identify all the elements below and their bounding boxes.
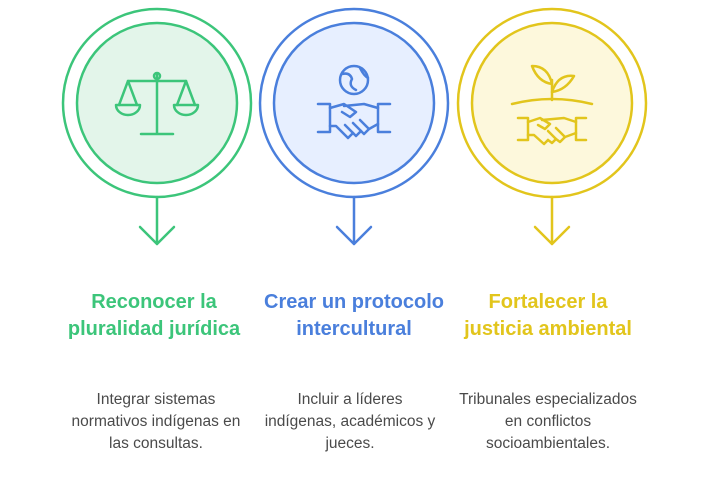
step-2-down-arrow bbox=[335, 195, 373, 246]
step-3-description: Tribunales especializados en conflictos … bbox=[459, 391, 637, 452]
diagram-graphics bbox=[61, 7, 648, 246]
step-3-inner-circle bbox=[470, 21, 634, 185]
step-3-graphic bbox=[456, 7, 648, 246]
step-1-down-arrow bbox=[138, 195, 176, 246]
step-3-down-arrow bbox=[533, 195, 571, 246]
scales-of-justice-icon bbox=[114, 71, 200, 136]
step-3-title: Fortalecer la justicia ambiental bbox=[464, 291, 632, 340]
step-1-graphic bbox=[61, 7, 253, 246]
step-1-title: Reconocer la pluralidad jurídica bbox=[67, 291, 241, 340]
plant-handshake-icon bbox=[510, 64, 594, 146]
step-2-title: Crear un protocolo intercultural bbox=[264, 291, 445, 340]
step-1-description: Integrar sistemas normativos indígenas e… bbox=[71, 391, 241, 452]
step-2-inner-circle bbox=[272, 21, 436, 185]
step-2-graphic bbox=[258, 7, 450, 246]
step-2-description: Incluir a líderes indígenas, académicos … bbox=[264, 391, 436, 452]
globe-handshake-icon bbox=[316, 64, 392, 140]
